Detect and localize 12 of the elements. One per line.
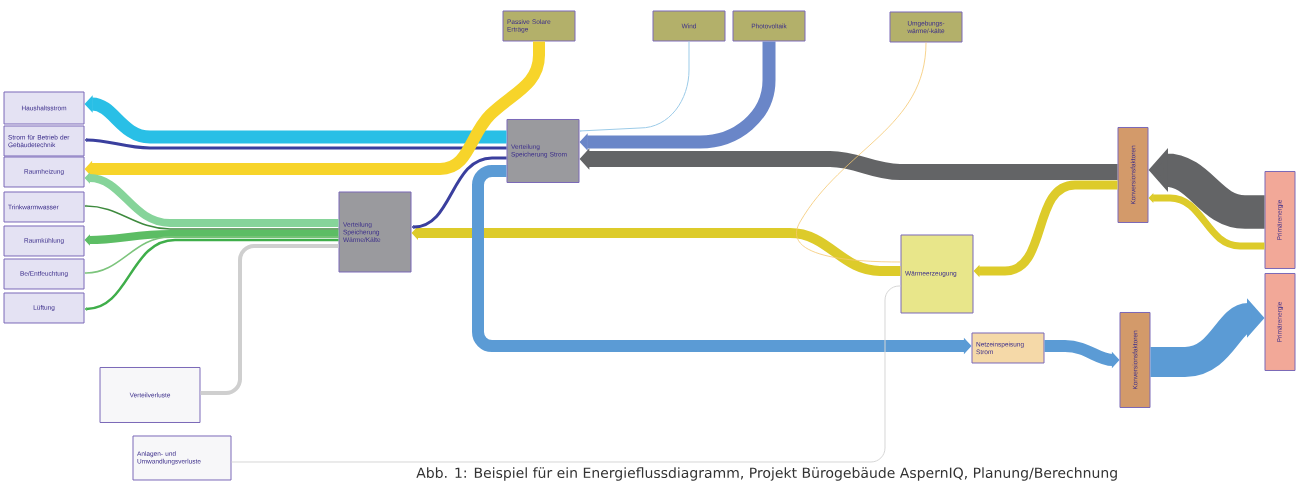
- flow-arrow: [411, 156, 507, 229]
- flow-arrow: [973, 180, 1118, 278]
- flow-arrow: [579, 41, 690, 132]
- flow-arrow: [84, 137, 507, 150]
- flow-arrow: [84, 41, 545, 178]
- flow-arrow: [84, 236, 340, 275]
- flow-arrow: [1148, 193, 1265, 250]
- flow-arrow: [84, 204, 340, 230]
- flow-arrow: [84, 238, 339, 311]
- caption: Abb. 1: Beispiel für ein Energieflussdiagramm, Projekt Bürogebäude AspernIQ, Planung/Berechnung: [416, 467, 1117, 481]
- flow-arrow: [84, 230, 339, 246]
- flow-arrow: [579, 41, 776, 151]
